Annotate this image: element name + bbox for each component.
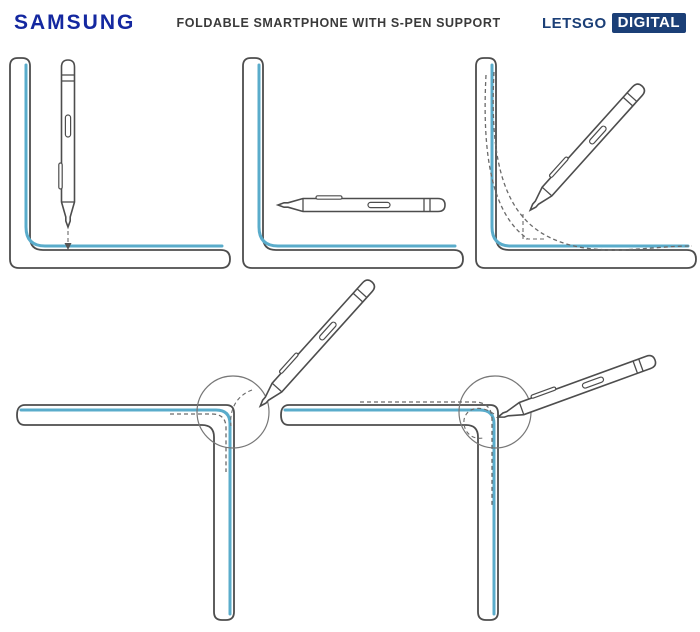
figure-3 xyxy=(474,56,698,270)
header: SAMSUNG FOLDABLE SMARTPHONE WITH S-PEN S… xyxy=(0,0,700,46)
insert-arrow-icon xyxy=(64,243,72,250)
folded-phone-body xyxy=(474,56,698,270)
letsgodigital-logo: LETSGO DIGITAL xyxy=(542,13,686,33)
folded-phone-body xyxy=(279,403,500,622)
figure-1 xyxy=(8,56,232,270)
corner-guide-line xyxy=(522,214,546,240)
figure-4 xyxy=(15,275,378,622)
figure-5 xyxy=(279,350,659,622)
fold-path-dashed-outer xyxy=(492,71,693,251)
s-pen-icon xyxy=(522,79,648,216)
folded-phone-body xyxy=(8,56,232,270)
fold-path-dashed-inner xyxy=(484,74,529,240)
samsung-logo: SAMSUNG xyxy=(14,11,136,34)
s-pen-icon xyxy=(277,195,446,213)
s-pen-icon xyxy=(57,59,76,228)
digital-logo-badge: DIGITAL xyxy=(611,13,686,33)
pen-path-dashed xyxy=(230,389,253,427)
pen-path-dashed xyxy=(463,407,495,439)
s-pen-icon xyxy=(252,275,378,412)
fold-detail-circle xyxy=(196,375,270,449)
fold-path-dashed xyxy=(170,413,227,472)
letsgo-logo-text: LETSGO xyxy=(541,14,607,32)
page-title: FOLDABLE SMARTPHONE WITH S-PEN SUPPORT xyxy=(176,16,501,30)
folded-phone-body xyxy=(15,403,236,622)
figure-2 xyxy=(241,56,465,270)
fold-path-dashed xyxy=(360,401,493,505)
s-pen-icon xyxy=(494,350,659,425)
folded-phone-body xyxy=(241,56,465,270)
